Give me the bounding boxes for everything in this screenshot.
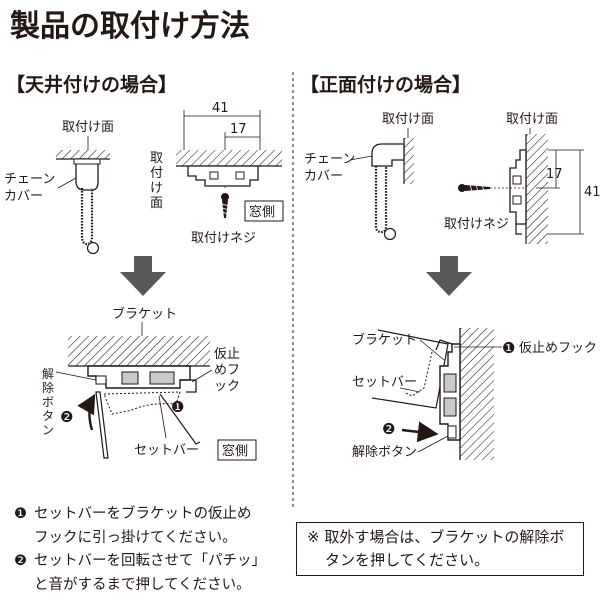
bracket-slot [209, 171, 219, 180]
chain-weight [86, 241, 100, 255]
ceiling-mount-surface-vertical-1: 取 [150, 151, 163, 166]
ceiling-release-1: 解 [42, 367, 54, 381]
ceiling-dim-total: 41 [212, 101, 229, 116]
front-mount-surface-label: 取付け面 [382, 112, 434, 127]
step-1: ❶ セットバーをブラケットの仮止め フックに引っ掛けてください。 [14, 502, 252, 550]
front-chain-cover-1: チェーン [304, 152, 355, 167]
bracket-slot [512, 195, 522, 205]
release-button [95, 375, 107, 385]
front-set-bar-label: セットバー [352, 375, 417, 390]
front-temp-hook-label: 仮止めフック [519, 341, 597, 356]
ceiling-window-side: 窓側 [249, 204, 275, 220]
ceiling-mount-surface-vertical-4: 面 [150, 196, 163, 211]
leader-line [191, 369, 213, 383]
ceiling-window-side-2: 窓側 [222, 443, 248, 459]
front-bracket-label: ブラケット [352, 332, 417, 348]
rotate-arrow-icon [77, 393, 96, 431]
ceiling-temp-hook-1: 仮止 [214, 347, 240, 362]
ceiling-temp-hook-2: めフ [214, 363, 240, 378]
front-chain-cover-2: カバー [304, 169, 343, 184]
ceiling-hatch-detail [176, 150, 282, 166]
front-bracket-foot [515, 224, 522, 235]
step-1-marker: ❶ [14, 506, 27, 522]
chain-cover-label-1: チェーン [4, 172, 55, 187]
ceiling-hatch-large [68, 336, 210, 366]
ceiling-temp-hook-3: ック [214, 379, 240, 394]
note-line-2: タンを押してください。 [325, 551, 490, 569]
down-arrow-icon [426, 256, 472, 296]
step-2: ❷ セットバーを回転させて「パチッ」 と音がするまで押してください。 [14, 549, 266, 597]
front-release-label: 解除ボタン [352, 445, 417, 460]
bracket-inner [443, 373, 457, 393]
leader-line [419, 339, 445, 361]
front-mount-surface-label-2: 取付け面 [506, 112, 558, 127]
ceiling-marker-one: ❶ [171, 398, 184, 416]
chain-loop [80, 188, 94, 246]
chain-cover-label-2: カバー [4, 189, 43, 204]
leader-line [349, 155, 373, 161]
front-screw-icon [458, 183, 490, 193]
ceiling-release-4: タ [42, 409, 54, 423]
leader-line [417, 435, 449, 453]
front-screw-label: 取付けネジ [444, 217, 509, 232]
step-2-line-2: と音がするまで押してください。 [34, 577, 251, 593]
front-marker-two: ❷ [382, 420, 395, 438]
step-1-line-2: フックに引っ掛けてください。 [34, 530, 237, 546]
ceiling-screw-label: 取付けネジ [191, 231, 256, 246]
ceiling-release-5: ン [42, 423, 54, 437]
down-arrow-icon [120, 256, 166, 296]
ceiling-dim-part: 17 [230, 122, 247, 137]
set-bar-outline [103, 391, 181, 415]
front-chain-loop [374, 166, 388, 234]
leader-line [57, 177, 77, 189]
front-chain-weight [383, 227, 397, 241]
ceiling-bracket-label: ブラケット [112, 306, 177, 322]
note-line-1: ※ 取外す場合は、ブラケットの解除ボ [307, 528, 565, 546]
ceiling-bracket-profile [187, 165, 259, 187]
page-title: 製品の取付け方法 [10, 9, 250, 44]
front-wall-hatch-large [460, 328, 494, 460]
front-dim-total: 41 [584, 185, 600, 200]
bracket-inner [121, 371, 139, 385]
front-marker-one: ❶ [502, 339, 515, 357]
leader-line [399, 387, 421, 393]
front-wall-hatch-small [404, 138, 414, 184]
set-bar-solid [95, 391, 201, 459]
front-heading: 【正面付けの場合】 [300, 73, 471, 96]
screw-icon [221, 193, 230, 218]
ceiling-set-bar-label: セットバー [134, 443, 199, 458]
step-2-marker: ❷ [14, 553, 27, 569]
bracket-slot [512, 175, 522, 185]
note-box: ※ 取外す場合は、ブラケットの解除ボ タンを押してください。 [296, 522, 584, 576]
window-side-box-2 [217, 439, 257, 461]
bracket-slot [235, 171, 245, 180]
front-chain-cover [371, 143, 405, 167]
ceiling-mount-surface-label: 取付け面 [62, 120, 114, 135]
ceiling-heading: 【天井付けの場合】 [6, 73, 177, 96]
ceiling-mount-surface-vertical-2: 付 [150, 166, 163, 181]
front-bracket-profile [509, 149, 527, 225]
push-arrow-icon [401, 421, 439, 443]
step-1-line-1: セットバーをブラケットの仮止め [34, 506, 252, 522]
ceiling-release-2: 除 [42, 380, 54, 395]
temp-hook [180, 379, 197, 393]
front-temp-hook [435, 339, 453, 351]
step-2-line-1: セットバーを回転させて「パチッ」 [34, 553, 266, 569]
front-release-button [447, 425, 457, 439]
ceiling-release-3: ボ [42, 395, 54, 409]
window-side-box [244, 200, 284, 222]
ceiling-hatch-small [56, 150, 110, 159]
front-wall-hatch-detail [526, 134, 548, 244]
leader-line [55, 371, 97, 381]
leader-line [158, 395, 167, 439]
ceiling-marker-two: ❷ [60, 408, 73, 426]
chain-cover-top [73, 158, 101, 165]
front-dim-part: 17 [546, 167, 563, 182]
bracket-inner [443, 397, 457, 417]
bracket-inner [149, 371, 175, 385]
ceiling-mount-surface-vertical-3: け [150, 181, 163, 196]
